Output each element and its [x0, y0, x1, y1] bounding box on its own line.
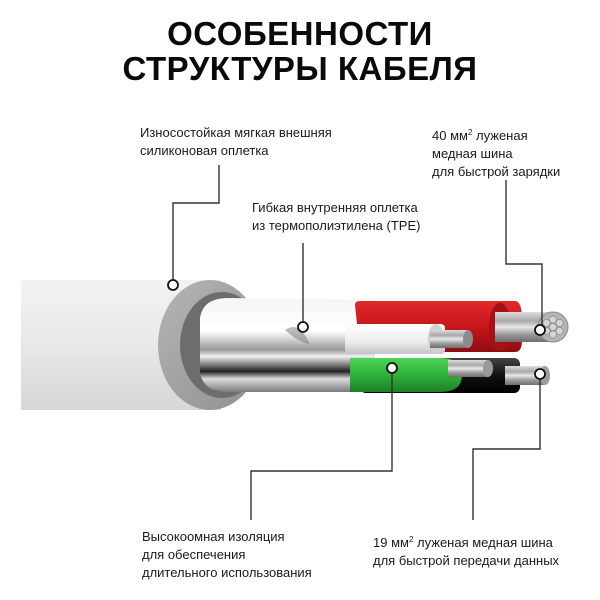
dot-insulation — [386, 362, 398, 374]
callout-insulation: Высокоомная изоляция для обеспечения дли… — [142, 528, 312, 582]
callout-power-wire-line2: медная шина — [432, 146, 513, 161]
title-line-1: ОСОБЕННОСТИ — [167, 15, 433, 52]
leader-insulation — [250, 371, 393, 520]
leader-power-wire — [505, 180, 543, 326]
callout-insulation-line1: Высокоомная изоляция — [142, 529, 285, 544]
leader-data-wire — [472, 376, 541, 520]
callout-power-wire-line1: 40 мм2 луженая — [432, 128, 528, 143]
dot-outer-sheath — [167, 279, 179, 291]
callout-outer-sheath-line2: силиконовая оплетка — [140, 143, 269, 158]
white-wire — [345, 324, 473, 354]
callout-power-wire: 40 мм2 луженая медная шина для быстрой з… — [432, 124, 560, 181]
dot-inner-braid — [297, 321, 309, 333]
leader-lines — [172, 165, 543, 520]
green-wire — [350, 358, 493, 392]
callout-power-wire-line3: для быстрой зарядки — [432, 164, 561, 179]
callout-data-wire-line1: 19 мм2 луженая медная шина — [373, 535, 553, 550]
callout-inner-braid-line1: Гибкая внутренняя оплетка — [252, 200, 418, 215]
callout-outer-sheath-line1: Износостойкая мягкая внешняя — [140, 125, 332, 140]
callout-dots — [167, 279, 546, 380]
callout-inner-braid: Гибкая внутренняя оплетка из термополиэт… — [252, 199, 420, 235]
leader-outer-sheath — [172, 165, 220, 280]
title-line-2: СТРУКТУРЫ КАБЕЛЯ — [122, 50, 478, 87]
callout-data-wire: 19 мм2 луженая медная шина для быстрой п… — [373, 531, 559, 570]
dot-power-wire — [534, 324, 546, 336]
callout-insulation-line3: длительного использования — [142, 565, 312, 580]
dot-data-wire — [534, 368, 546, 380]
callout-data-wire-line2: для быстрой передачи данных — [373, 553, 560, 568]
callout-inner-braid-line2: из термополиэтилена (TPE) — [252, 218, 421, 233]
inner-braid — [200, 298, 375, 392]
callout-insulation-line2: для обеспечения — [142, 547, 246, 562]
callout-outer-sheath: Износостойкая мягкая внешняя силиконовая… — [140, 124, 332, 160]
